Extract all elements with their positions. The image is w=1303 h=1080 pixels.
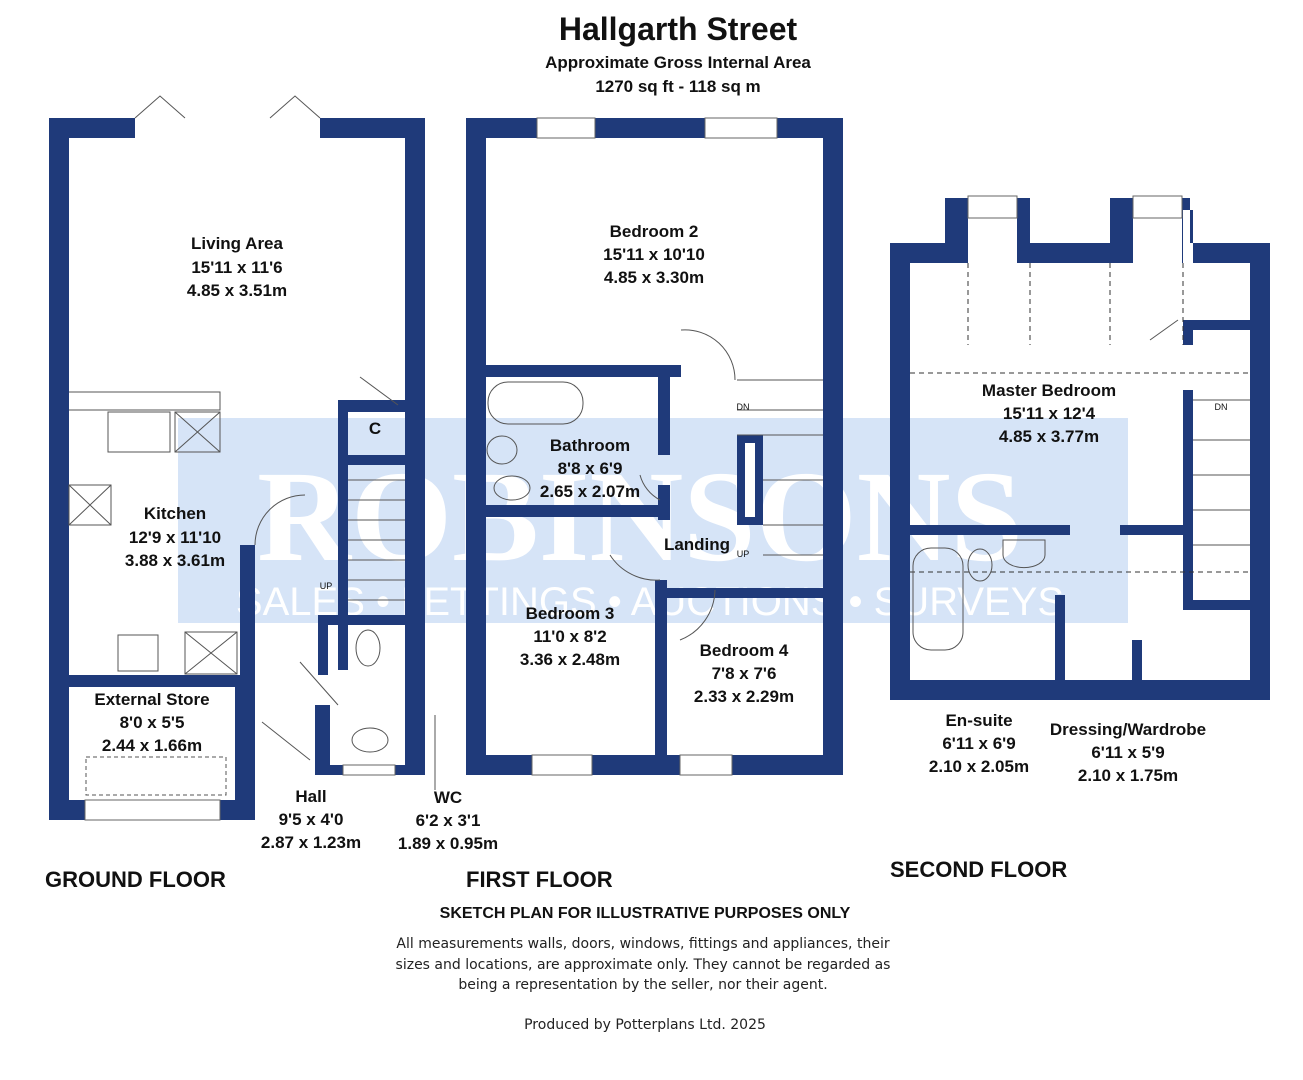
svg-text:2.44 x 1.66m: 2.44 x 1.66m (102, 736, 202, 755)
room-en-suite: En-suite 6'11 x 6'9 2.10 x 2.05m (929, 711, 1029, 776)
plan-subtitle: Approximate Gross Internal Area (545, 53, 811, 72)
room-living: Living Area 15'11 x 11'6 4.85 x 3.51m (187, 234, 287, 300)
svg-text:Hall: Hall (295, 787, 326, 806)
plan-title: Hallgarth Street (559, 11, 798, 47)
svg-text:Living Area: Living Area (191, 234, 283, 253)
svg-text:6'11 x 5'9: 6'11 x 5'9 (1091, 743, 1164, 762)
svg-text:En-suite: En-suite (945, 711, 1012, 730)
svg-text:4.85 x 3.30m: 4.85 x 3.30m (604, 268, 704, 287)
room-cupboard: C (369, 419, 381, 438)
room-kitchen: Kitchen 12'9 x 11'10 3.88 x 3.61m (125, 504, 225, 570)
svg-text:3.36 x 2.48m: 3.36 x 2.48m (520, 650, 620, 669)
svg-text:Bedroom 3: Bedroom 3 (526, 604, 615, 623)
svg-text:2.10 x 1.75m: 2.10 x 1.75m (1078, 766, 1178, 785)
second-floor-label: SECOND FLOOR (890, 857, 1067, 882)
svg-text:2.10 x 2.05m: 2.10 x 2.05m (929, 757, 1029, 776)
stairs-down-label-second: DN (1215, 402, 1228, 412)
disclaimer-line-1: All measurements walls, doors, windows, … (396, 936, 889, 952)
room-wc: WC 6'2 x 3'1 1.89 x 0.95m (398, 788, 498, 853)
room-hall: Hall 9'5 x 4'0 2.87 x 1.23m (261, 787, 361, 852)
svg-text:Bathroom: Bathroom (550, 436, 630, 455)
stairs-down-label: DN (737, 402, 750, 412)
room-bedroom-2: Bedroom 2 15'11 x 10'10 4.85 x 3.30m (603, 222, 705, 287)
room-external-store: External Store 8'0 x 5'5 2.44 x 1.66m (94, 690, 209, 755)
svg-text:Dressing/Wardrobe: Dressing/Wardrobe (1050, 720, 1206, 739)
stairs-up-label: UP (320, 581, 333, 591)
svg-text:2.65 x 2.07m: 2.65 x 2.07m (540, 482, 640, 501)
ground-floor-walls (49, 95, 436, 821)
svg-text:3.88 x 3.61m: 3.88 x 3.61m (125, 551, 225, 570)
room-dressing: Dressing/Wardrobe 6'11 x 5'9 2.10 x 1.75… (1050, 720, 1206, 785)
svg-text:15'11 x 12'4: 15'11 x 12'4 (1003, 404, 1096, 423)
svg-text:Kitchen: Kitchen (144, 504, 206, 523)
svg-text:External Store: External Store (94, 690, 209, 709)
producer-credit: Produced by Potterplans Ltd. 2025 (524, 1017, 766, 1033)
second-floor-walls (890, 195, 1270, 700)
svg-text:7'8 x 7'6: 7'8 x 7'6 (712, 664, 777, 683)
svg-text:6'2 x 3'1: 6'2 x 3'1 (416, 811, 481, 830)
gross-area: 1270 sq ft - 118 sq m (595, 77, 760, 96)
svg-text:Bedroom 4: Bedroom 4 (700, 641, 789, 660)
svg-text:9'5 x 4'0: 9'5 x 4'0 (279, 810, 344, 829)
svg-text:4.85 x 3.51m: 4.85 x 3.51m (187, 281, 287, 300)
svg-text:2.33 x 2.29m: 2.33 x 2.29m (694, 687, 794, 706)
disclaimer-title: SKETCH PLAN FOR ILLUSTRATIVE PURPOSES ON… (440, 905, 851, 922)
svg-text:Master Bedroom: Master Bedroom (982, 381, 1116, 400)
svg-text:WC: WC (434, 788, 462, 807)
svg-text:1.89 x 0.95m: 1.89 x 0.95m (398, 834, 498, 853)
disclaimer-line-2: sizes and locations, are approximate onl… (396, 957, 891, 973)
svg-text:8'8 x 6'9: 8'8 x 6'9 (558, 459, 623, 478)
watermark: ROBINSONS SALES • LETTINGS • AUCTIONS • … (178, 418, 1128, 624)
svg-text:8'0 x 5'5: 8'0 x 5'5 (120, 713, 185, 732)
room-master-bedroom: Master Bedroom 15'11 x 12'4 4.85 x 3.77m (982, 381, 1116, 446)
room-bathroom: Bathroom 8'8 x 6'9 2.65 x 2.07m (540, 436, 640, 501)
first-floor-label: FIRST FLOOR (466, 867, 613, 892)
svg-text:Bedroom 2: Bedroom 2 (610, 222, 699, 241)
room-bedroom-4: Bedroom 4 7'8 x 7'6 2.33 x 2.29m (694, 641, 794, 706)
stairs-up-label-first: UP (737, 549, 750, 559)
svg-text:15'11 x 10'10: 15'11 x 10'10 (603, 245, 705, 264)
room-bedroom-3: Bedroom 3 11'0 x 8'2 3.36 x 2.48m (520, 604, 620, 669)
svg-text:12'9 x 11'10: 12'9 x 11'10 (129, 528, 221, 547)
svg-text:4.85 x 3.77m: 4.85 x 3.77m (999, 427, 1099, 446)
ground-floor-label: GROUND FLOOR (45, 867, 226, 892)
svg-text:11'0 x 8'2: 11'0 x 8'2 (533, 627, 606, 646)
first-floor-walls (466, 117, 843, 776)
disclaimer-line-3: being a representation by the seller, no… (458, 977, 827, 993)
room-landing: Landing (664, 535, 730, 554)
svg-text:6'11 x 6'9: 6'11 x 6'9 (942, 734, 1015, 753)
svg-text:2.87 x 1.23m: 2.87 x 1.23m (261, 833, 361, 852)
svg-text:15'11 x 11'6: 15'11 x 11'6 (191, 258, 282, 277)
